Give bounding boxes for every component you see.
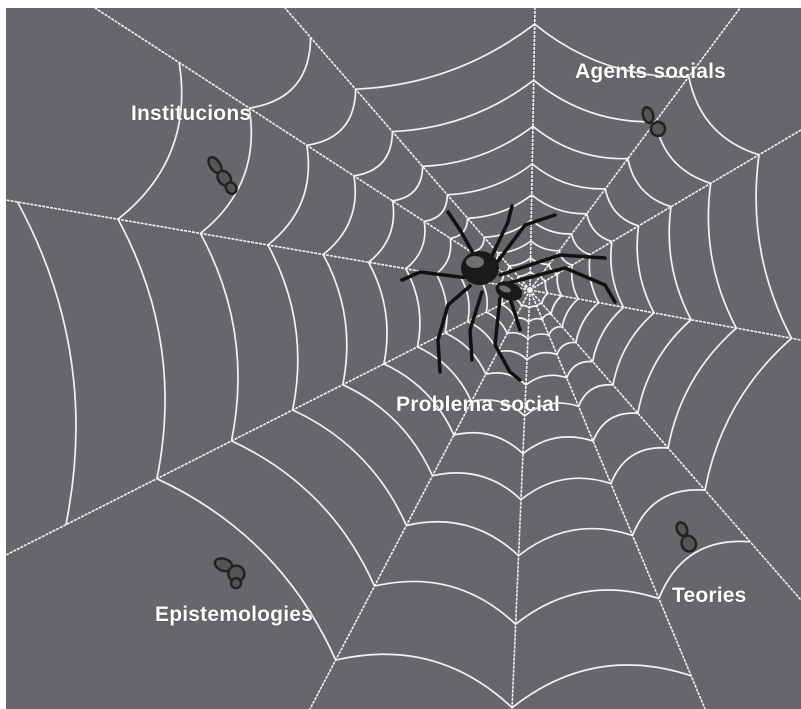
label-institucions: Institucions: [131, 102, 251, 126]
label-teories: Teories: [672, 584, 747, 608]
label-epistemologies: Epistemologies: [155, 603, 313, 627]
label-agents-socials: Agents socials: [575, 60, 726, 84]
label-problema-social: Problema social: [396, 393, 560, 417]
